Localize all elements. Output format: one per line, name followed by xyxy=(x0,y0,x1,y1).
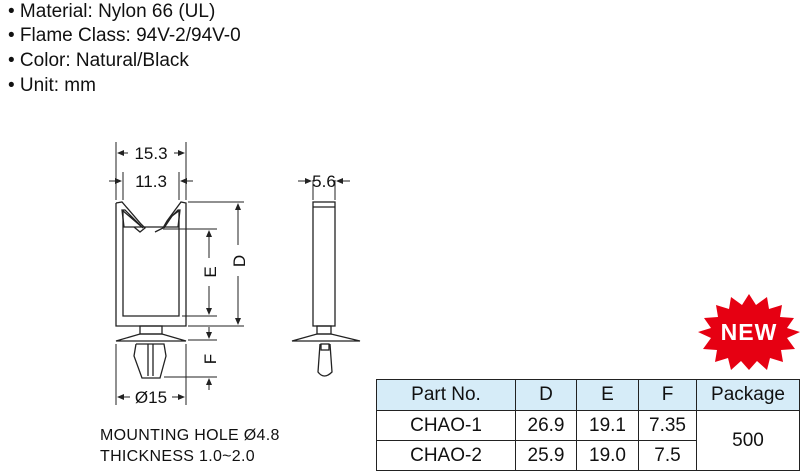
spec-material: • Material: Nylon 66 (UL) xyxy=(8,1,216,22)
dim-inner-width: 11.3 xyxy=(135,172,167,191)
cell-part: CHAO-2 xyxy=(376,440,516,471)
header-d: D xyxy=(515,379,577,411)
header-package: Package xyxy=(696,379,800,411)
dimension-arrows xyxy=(115,150,343,400)
dim-base-diameter: Ø15 xyxy=(135,388,167,407)
header-e: E xyxy=(576,379,639,411)
parts-table: Part No. D E F Package CHAO-1 26.9 19.1 … xyxy=(376,379,800,471)
side-view xyxy=(291,201,361,377)
header-f: F xyxy=(638,379,697,411)
table-row: CHAO-1 26.9 19.1 7.35 500 xyxy=(376,410,800,471)
mounting-hole-note: MOUNTING HOLE Ø4.8 xyxy=(100,427,280,444)
cell-e: 19.1 xyxy=(576,410,639,441)
cell-d: 25.9 xyxy=(515,440,577,471)
spec-flame-class: • Flame Class: 94V-2/94V-0 xyxy=(8,25,241,46)
label-d: D xyxy=(230,255,249,267)
table-row: CHAO-2 25.9 19.0 7.5 xyxy=(376,440,800,471)
dim-thickness: 5.6 xyxy=(312,172,336,191)
cell-part: CHAO-1 xyxy=(376,410,516,441)
cell-f: 7.35 xyxy=(638,410,697,441)
cell-e: 19.0 xyxy=(576,440,639,471)
cell-f: 7.5 xyxy=(638,440,697,471)
dim-outer-width: 15.3 xyxy=(134,144,167,163)
starburst-icon xyxy=(698,294,800,370)
spec-unit: • Unit: mm xyxy=(8,75,96,96)
new-badge: NEW xyxy=(697,294,800,370)
table-header-row: Part No. D E F Package xyxy=(376,379,800,411)
cell-d: 26.9 xyxy=(515,410,577,441)
badge-label: NEW xyxy=(720,319,778,345)
cell-package: 500 xyxy=(696,410,800,471)
spec-color: • Color: Natural/Black xyxy=(8,50,189,71)
label-f: F xyxy=(201,354,220,364)
front-view xyxy=(115,201,187,379)
label-e: E xyxy=(201,266,220,277)
header-part-no: Part No. xyxy=(376,379,516,411)
thickness-note: THICKNESS 1.0~2.0 xyxy=(100,448,255,465)
